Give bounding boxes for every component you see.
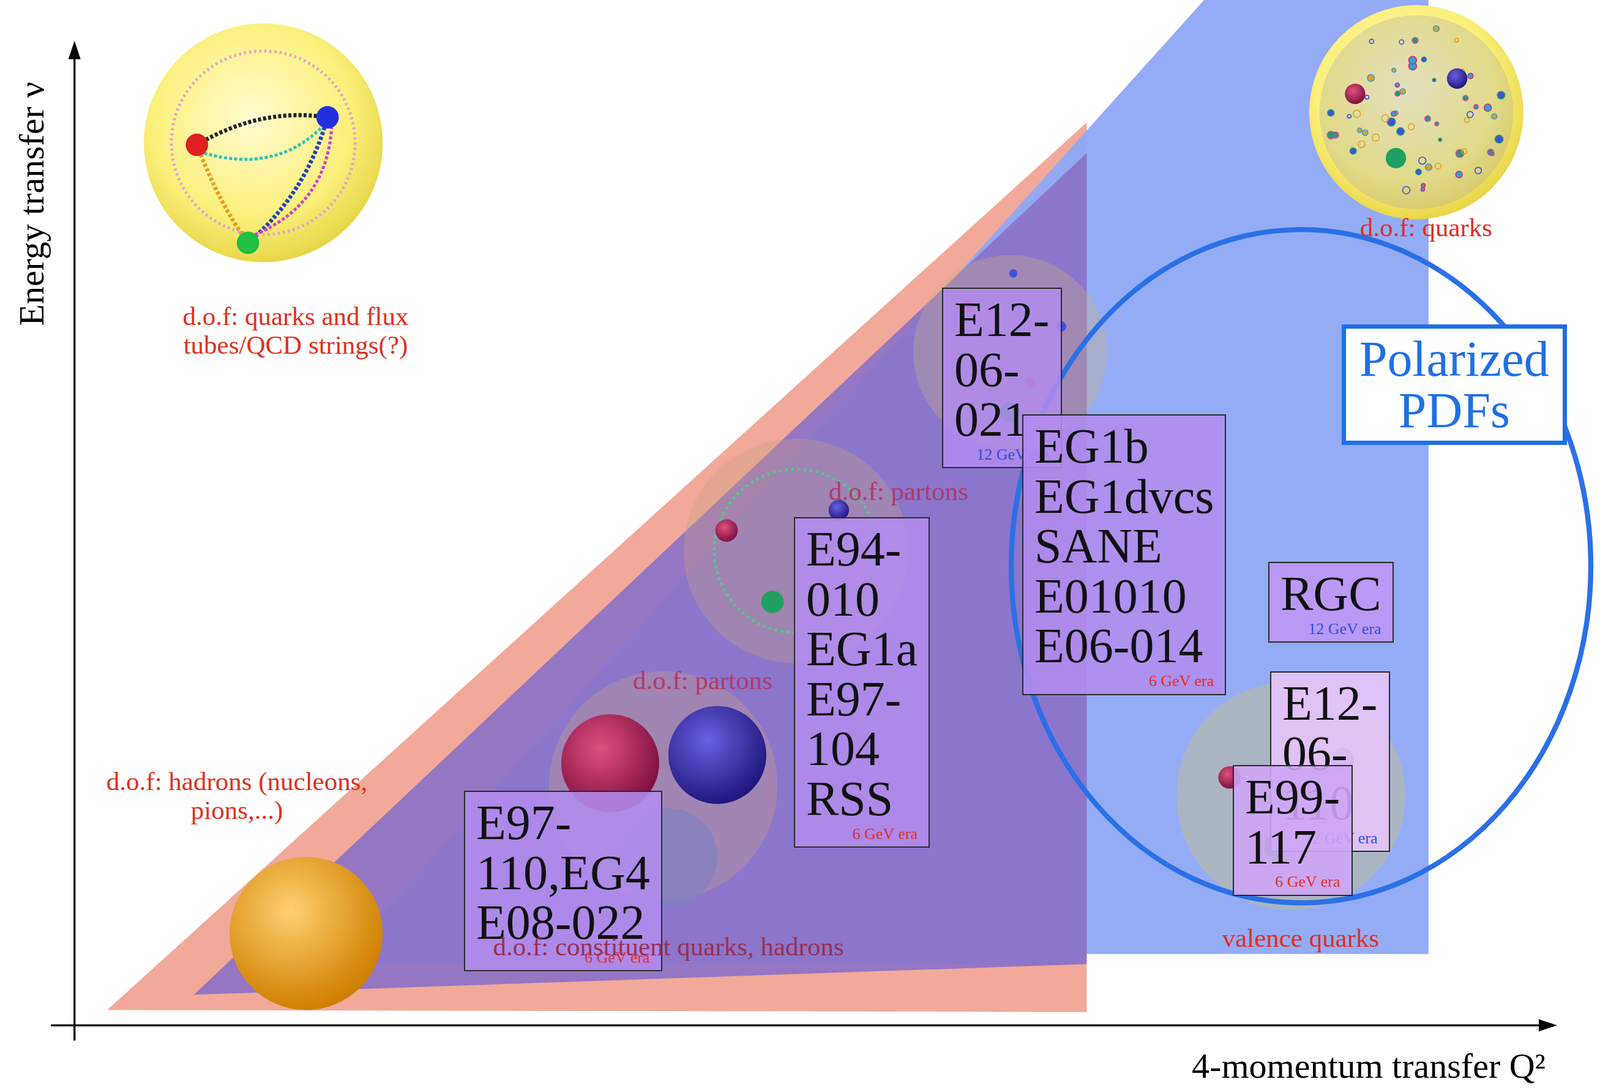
experiment-box: E99-1176 GeV era: [1232, 765, 1353, 897]
experiment-names: Polarized PDFs: [1359, 333, 1550, 436]
dof-label: d.o.f: hadrons (nucleons, pions,...): [96, 766, 378, 826]
dof-label: valence quarks: [1222, 923, 1380, 953]
experiment-names: RGC: [1280, 569, 1382, 620]
experiment-names: E99-117: [1244, 772, 1341, 873]
axis-label: Energy transfer ν: [12, 82, 52, 327]
dof-label: d.o.f: quarks: [1360, 213, 1493, 242]
dof-label: d.o.f: partons: [828, 476, 969, 506]
era-tag: 6 GeV era: [1034, 672, 1214, 691]
dof-label: d.o.f: partons: [632, 665, 773, 695]
highlight-box: Polarized PDFs: [1341, 324, 1567, 445]
era-tag: 6 GeV era: [806, 825, 918, 844]
era-tag: 12 GeV era: [1280, 620, 1382, 639]
era-tag: 6 GeV era: [1244, 873, 1341, 892]
dof-label: d.o.f: constituent quarks, hadrons: [492, 932, 844, 961]
dof-label: d.o.f: quarks and flux tubes/QCD strings…: [124, 301, 468, 360]
experiment-names: E94-010 EG1a E97-104 RSS: [806, 524, 918, 825]
experiment-box: EG1b EG1dvcs SANE E01010 E06-0146 GeV er…: [1022, 414, 1227, 696]
experiment-box: RGC12 GeV era: [1268, 561, 1394, 643]
experiment-names: E97-110,EG4 E08-022: [476, 798, 651, 949]
axis-label: 4-momentum transfer Q²: [1191, 1046, 1546, 1086]
experiment-names: EG1b EG1dvcs SANE E01010 E06-014: [1034, 421, 1214, 672]
experiment-box: E94-010 EG1a E97-104 RSS6 GeV era: [793, 517, 930, 848]
